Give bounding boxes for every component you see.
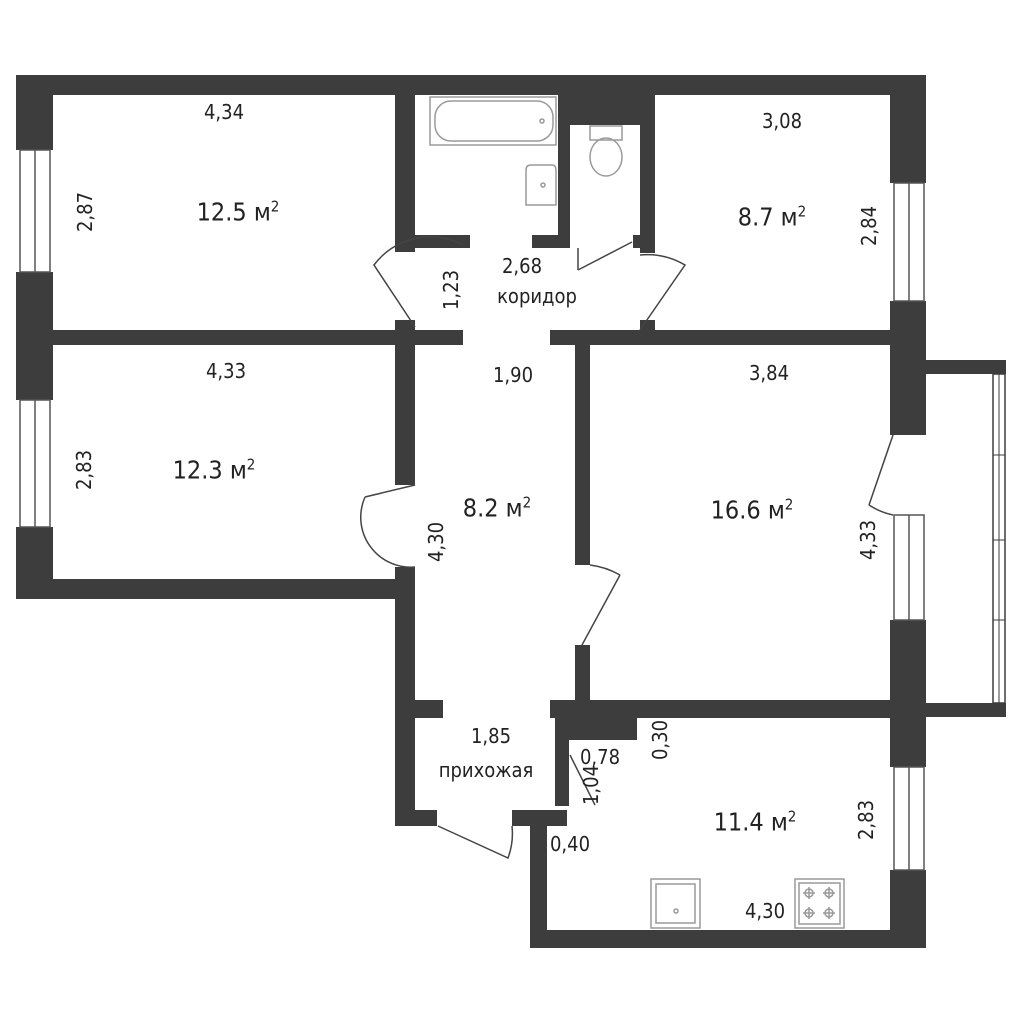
doors bbox=[360, 236, 894, 860]
room-2-width: 4,33 bbox=[205, 359, 247, 383]
room-4-width: 3,84 bbox=[748, 361, 790, 385]
room-2-height: 2,83 bbox=[72, 449, 96, 491]
room-2-area: 12.3 м2 bbox=[172, 455, 256, 485]
stove-burners bbox=[803, 887, 835, 919]
corridor-width: 2,68 bbox=[501, 254, 543, 278]
corridor-height: 1,23 bbox=[439, 269, 463, 311]
kitchen-area: 11.4 м2 bbox=[713, 807, 797, 837]
windows bbox=[19, 149, 925, 871]
kitchen-width: 4,30 bbox=[744, 899, 786, 923]
kitchen-offset: 0,40 bbox=[549, 832, 591, 856]
room-3-width: 3,08 bbox=[761, 109, 803, 133]
room-5-width: 1,90 bbox=[492, 363, 534, 387]
kitchen-niche-width: 0,78 bbox=[579, 745, 621, 769]
hallway-height: 1,04 bbox=[579, 764, 603, 806]
fixtures bbox=[429, 96, 845, 929]
hallway-width: 1,85 bbox=[470, 724, 512, 748]
balcony bbox=[924, 360, 1006, 717]
room-5-area: 8.2 м2 bbox=[462, 493, 532, 523]
walls bbox=[16, 75, 926, 948]
room-1-height: 2,87 bbox=[73, 191, 97, 233]
room-1-area: 12.5 м2 bbox=[196, 197, 280, 227]
room-5-height: 4,30 bbox=[424, 521, 448, 563]
room-4-height: 4,33 bbox=[856, 519, 880, 561]
kitchen-height: 2,83 bbox=[854, 799, 878, 841]
corridor-label: коридор bbox=[497, 284, 577, 308]
kitchen-niche-height: 0,30 bbox=[648, 719, 672, 761]
room-3-area: 8.7 м2 bbox=[737, 202, 807, 232]
room-3-height: 2,84 bbox=[857, 205, 881, 247]
room-4-area: 16.6 м2 bbox=[710, 495, 794, 525]
hallway-label: прихожая bbox=[438, 758, 534, 782]
room-1-width: 4,34 bbox=[203, 100, 245, 124]
